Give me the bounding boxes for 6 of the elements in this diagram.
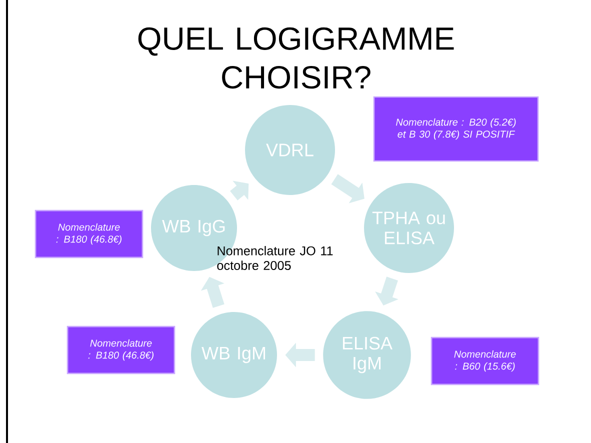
price-box: Nomenclature : B180 (46.8€) [34, 210, 144, 258]
price-box: Nomenclature : B60 (15.6€) [430, 336, 540, 386]
block-arrow [230, 180, 249, 200]
price-box: Nomenclature : B20 (5.2€) et B 30 (7.8€) SI POSITIF [373, 96, 539, 162]
price-box: Nomenclature : B180 (46.8€) [66, 326, 176, 374]
title: QUEL LOGIGRAMME CHOISIR? [138, 27, 454, 89]
